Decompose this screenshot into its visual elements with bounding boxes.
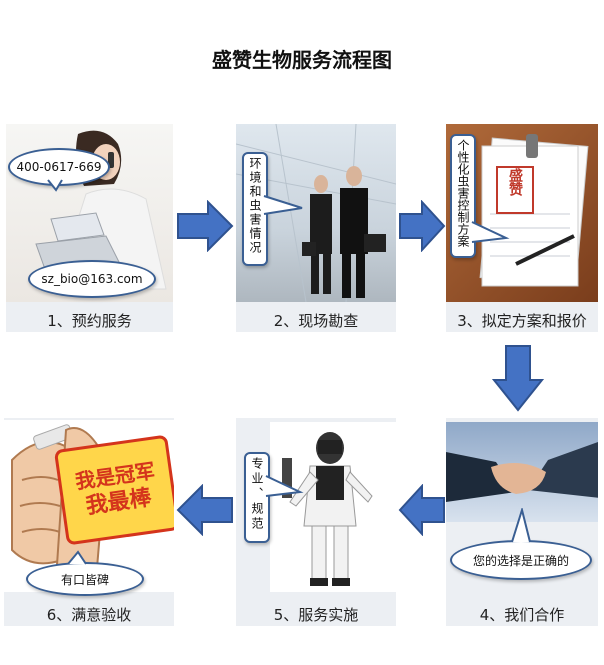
bubble-vertical-text: 个性化虫害控制方案	[456, 139, 470, 247]
right-choice-bubble: 您的选择是正确的	[450, 540, 592, 580]
good-reputation-bubble: 有口皆碑	[26, 562, 144, 596]
flow-arrow-left-2	[176, 484, 233, 536]
champion-badge: 我是冠军 我最棒	[53, 434, 174, 546]
step-2-bubble-pointer	[263, 195, 303, 215]
bubble-vertical-text: 环境和虫害情况	[248, 157, 262, 255]
site-inspection-photo	[236, 124, 396, 302]
environment-pest-bubble: 环境和虫害情况	[242, 152, 268, 266]
flow-arrow-left-1	[398, 484, 445, 536]
seal-text: 盛赞	[507, 168, 523, 196]
flow-arrow-right-1	[177, 200, 234, 252]
handshake-illustration	[446, 442, 598, 502]
seal-stamp: 盛赞	[496, 166, 534, 214]
step-6-panel: 我是冠军 我最棒 有口皆碑 6、满意验收	[4, 418, 174, 626]
technician-in-protective-suit-illustration	[282, 432, 373, 586]
diagram-title: 盛赞生物服务流程图	[212, 48, 392, 72]
thumbs-up-photo: 我是冠军 我最棒	[4, 420, 174, 592]
step-4-panel: 您的选择是正确的 4、我们合作	[446, 418, 598, 626]
step-5-caption: 5、服务实施	[273, 606, 359, 624]
step-6-caption: 6、满意验收	[46, 606, 132, 624]
step-3-bubble-pointer	[471, 221, 510, 243]
service-technician-photo	[270, 422, 396, 592]
step-2-caption: 2、现场勘查	[273, 312, 359, 330]
bubble-vertical-text: 专业、规范	[250, 457, 264, 532]
step-5-panel: 专业、规范 5、服务实施	[236, 418, 396, 626]
phone-number-bubble: 400-0617-669	[8, 148, 110, 186]
step-1-panel: 400-0617-669 sz_bio@163.com 1、预约服务	[6, 124, 173, 332]
step-4-bubble-pointer	[511, 508, 531, 543]
email-bubble: sz_bio@163.com	[28, 260, 156, 298]
step-1-caption: 1、预约服务	[47, 312, 132, 330]
flow-arrow-right-2	[399, 200, 446, 252]
step-4-caption: 4、我们合作	[479, 606, 565, 624]
step-6-bubble-pointer	[67, 550, 87, 565]
handshake-photo	[446, 422, 598, 522]
step-3-caption: 3、拟定方案和报价	[457, 312, 587, 330]
step-2-panel: 环境和虫害情况 2、现场勘查	[236, 124, 396, 332]
step-5-bubble-pointer	[265, 475, 304, 497]
custom-plan-bubble: 个性化虫害控制方案	[450, 134, 476, 258]
step-3-panel: 盛赞 个性化虫害控制方案 3、拟定方案和报价	[446, 124, 598, 332]
flow-arrow-down	[492, 345, 544, 412]
professional-standard-bubble: 专业、规范	[244, 452, 270, 543]
phone-bubble-pointer	[47, 179, 63, 192]
